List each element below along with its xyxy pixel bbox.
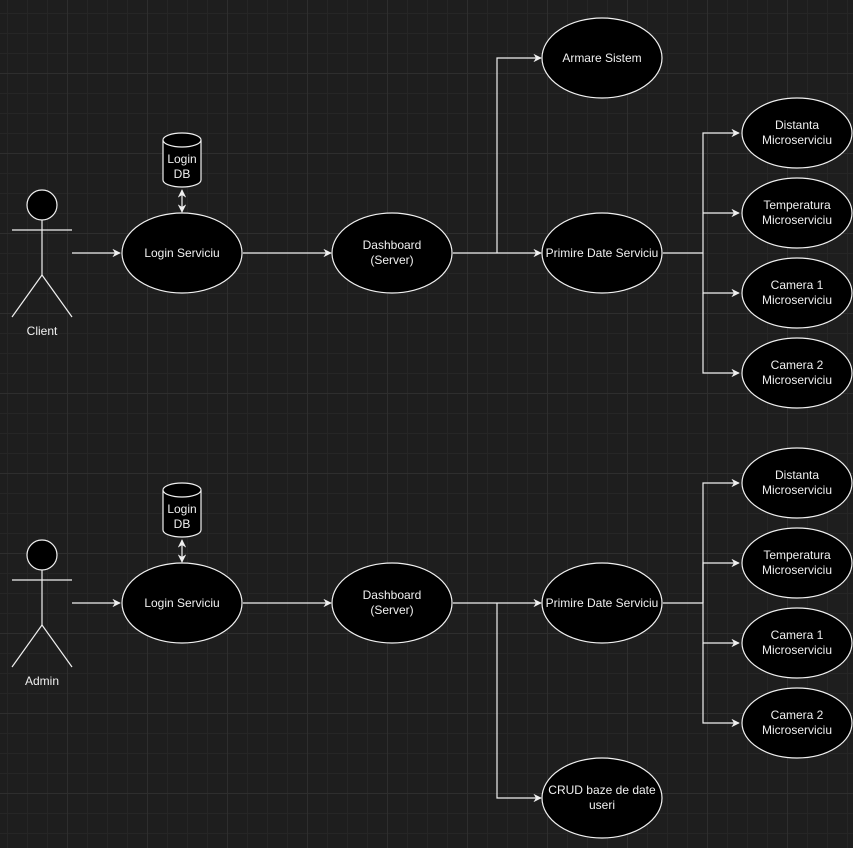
micro-arrow	[702, 128, 740, 253]
login-serviciu-node[interactable]	[121, 562, 243, 644]
camera1-node[interactable]	[741, 607, 853, 679]
camera1-node[interactable]	[741, 257, 853, 329]
crud-node[interactable]	[541, 757, 663, 839]
client-label: Client	[26, 324, 58, 338]
micro-arrow	[702, 253, 740, 298]
distanta-node[interactable]	[741, 97, 853, 169]
primire-date-node[interactable]	[541, 212, 663, 294]
dashboard-armare-arrow	[496, 53, 542, 253]
distanta-node[interactable]	[741, 447, 853, 519]
login-db-cylinder-top[interactable]	[162, 132, 202, 188]
micro-arrow	[702, 293, 740, 378]
micro-arrow	[702, 603, 740, 648]
dashboard-node[interactable]	[331, 562, 453, 644]
primire-date-node[interactable]	[541, 562, 663, 644]
armare-sistem-node[interactable]	[541, 17, 663, 99]
micro-arrow	[702, 478, 740, 603]
micro-arrow	[702, 558, 740, 603]
camera2-node[interactable]	[741, 337, 853, 409]
dashboard-node[interactable]	[331, 212, 453, 294]
dashboard-crud-arrow	[496, 603, 542, 803]
login-db-cylinder-bottom[interactable]	[162, 482, 202, 538]
temperatura-node[interactable]	[741, 527, 853, 599]
client-actor-icon[interactable]	[11, 189, 73, 318]
login-serviciu-node[interactable]	[121, 212, 243, 294]
admin-actor-icon[interactable]	[11, 539, 73, 668]
admin-label: Admin	[24, 674, 59, 688]
micro-arrow	[702, 643, 740, 728]
temperatura-node[interactable]	[741, 177, 853, 249]
camera2-node[interactable]	[741, 687, 853, 759]
